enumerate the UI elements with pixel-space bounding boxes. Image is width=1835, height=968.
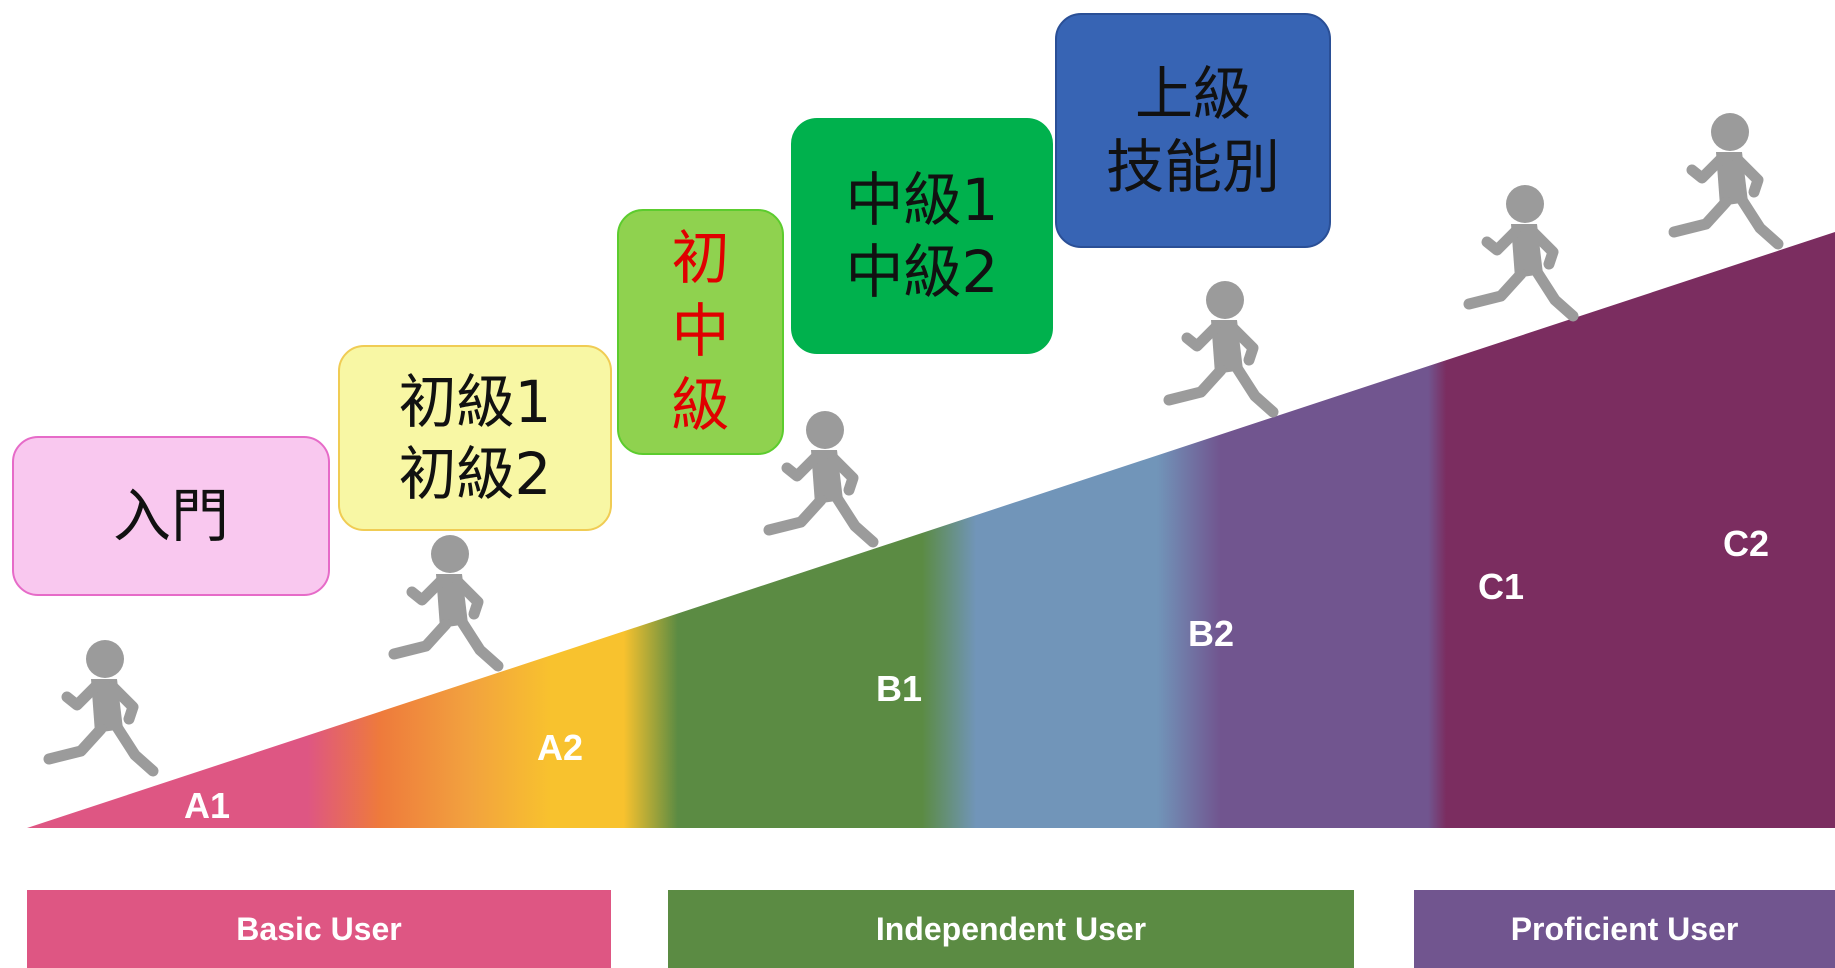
slope-triangle <box>27 232 1835 828</box>
level-box-shochukyu: 初 中 級 <box>617 209 784 455</box>
level-box-chukyu-line-2: 中級2 <box>845 238 999 306</box>
level-box-shochukyu-char-1: 初 <box>671 224 730 293</box>
group-bar-independent-user: Independent User <box>668 890 1354 968</box>
runner-icon <box>388 535 504 672</box>
level-box-jokyu-line-1: 上級 <box>1134 60 1251 128</box>
runner-icon <box>1668 113 1784 250</box>
level-box-shokyu-line-1: 初級1 <box>398 367 552 436</box>
cefr-label-c1: C1 <box>1477 566 1525 607</box>
level-box-jokyu-line-2: 技能別 <box>1105 132 1280 201</box>
level-box-jokyu: 上級 技能別 <box>1055 13 1331 248</box>
group-bar-basic-user-label: Basic User <box>236 910 402 947</box>
level-box-nyumon: 入門 <box>12 436 330 596</box>
level-box-nyumon-label: 入門 <box>112 481 229 550</box>
level-box-shochukyu-char-3: 級 <box>671 370 730 439</box>
runner-icon <box>763 411 879 548</box>
cefr-label-c2: C2 <box>1722 523 1770 564</box>
cefr-label-a1: A1 <box>183 785 231 826</box>
group-bar-proficient-user-label: Proficient User <box>1510 910 1739 947</box>
cefr-label-a2: A2 <box>536 727 584 768</box>
runner-figures <box>43 113 1784 777</box>
cefr-label-b1: B1 <box>875 668 923 709</box>
level-box-chukyu: 中級1 中級2 <box>791 118 1053 354</box>
group-bar-proficient-user: Proficient User <box>1414 890 1835 968</box>
cefr-label-b2: B2 <box>1187 613 1235 654</box>
level-box-shokyu: 初級1 初級2 <box>338 345 612 531</box>
level-box-chukyu-line-1: 中級1 <box>845 165 999 234</box>
runner-icon <box>1463 185 1579 322</box>
group-bar-independent-user-label: Independent User <box>875 910 1147 947</box>
runner-icon <box>43 640 159 777</box>
runner-icon <box>1163 281 1279 418</box>
level-box-shochukyu-char-2: 中 <box>671 297 730 366</box>
level-box-shokyu-line-2: 初級2 <box>398 440 552 508</box>
group-bar-basic-user: Basic User <box>27 890 611 968</box>
